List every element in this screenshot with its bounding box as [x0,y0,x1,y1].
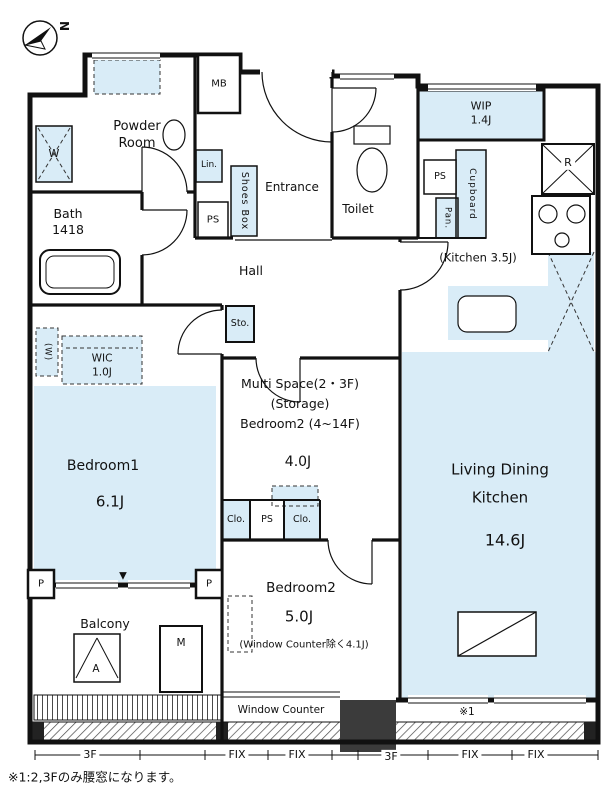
room-label-ldk-line2: Kitchen [471,488,529,507]
room-label-wip: WIP 1.4J [470,99,492,127]
room-label-ldk-line1: Living Dining [451,460,549,479]
area-label-ldk: 14.6J [484,530,526,550]
multi-space-line3: Bedroom2 (4~14F) [240,415,360,431]
bottom-label-fix-4: FIX [524,747,548,763]
room-label-powder: Powder Room [113,119,161,151]
shoes-box-label: Shoes Box [239,171,251,231]
pantry-label: Pan. [442,206,453,230]
pillar-label-1: P [37,578,45,590]
window-counter-label: Window Counter [237,704,325,717]
refrigerator-label: R [561,155,575,171]
table-symbol [457,611,537,657]
linen-label: Lin. [200,160,218,171]
area-label-multi-space: 4.0J [284,453,312,470]
entry-marker: ▼ [119,570,127,582]
room-label-balcony: Balcony [80,615,130,631]
meter-box-label: MB [211,78,227,90]
powder-basin [162,119,186,151]
meter-label-m: M [176,637,186,650]
door-swings [141,71,449,585]
stove-icon [531,195,591,255]
washer-paren-label: (W) [42,342,53,362]
area-label-bedroom2: 5.0J [284,607,314,626]
closet-label-2: Clo. [293,513,311,525]
pipe-space-label-1: PS [206,214,220,226]
footnote-text: ※1:2,3Fのみ腰窓になります。 [8,769,182,785]
windows [56,50,586,705]
room-label-kitchen: (Kitchen 3.5J) [439,250,517,265]
footnote-ref: ※1 [459,706,475,719]
room-label-wic: WIC 1.0J [91,352,113,378]
room-label-entrance: Entrance [265,180,319,195]
room-label-bath: Bath 1418 [52,205,84,237]
dimension-line [34,750,599,760]
dashed-fixtures [35,59,595,653]
kitchen-sink [457,295,517,333]
pillar-label-2: P [205,578,213,590]
area-label-bedroom1: 6.1J [95,492,125,511]
bedroom2-counter-note: (Window Counter除く4.1J) [239,639,369,651]
washer-label: W [48,146,60,160]
bottom-label-fix-2: FIX [285,747,309,763]
room-label-bedroom2: Bedroom2 [266,580,336,597]
room-label-toilet: Toilet [342,202,374,217]
bottom-label-3f-2: 3F [381,749,401,765]
toilet-fixture [353,125,391,193]
bath-tub [39,249,121,295]
meter-box-m [159,625,203,693]
balcony-hatch-box [73,633,121,683]
pipe-space-label-2: PS [434,170,446,182]
pipe-space-label-3: PS [261,513,273,525]
hatch-label-a: A [92,663,100,676]
cabinet-outlines [35,125,487,541]
bottom-label-fix-3: FIX [458,747,482,763]
bottom-label-fix-1: FIX [225,747,249,763]
multi-space-line2: (Storage) [270,395,330,411]
bottom-label-3f-1: 3F [80,747,100,763]
pillar-boxes [26,568,224,600]
compass-north-label: N [56,20,71,32]
compass-icon [22,20,58,56]
multi-space-line1: Multi Space(2・3F) [241,375,359,391]
walls [27,52,601,745]
room-label-bedroom1: Bedroom1 [66,457,140,474]
cupboard-label: Cupboard [466,168,477,220]
room-label-hall: Hall [238,262,264,278]
storage-label: Sto. [230,317,250,329]
window-counter-lines [222,691,340,723]
closet-label-1: Clo. [227,513,245,525]
